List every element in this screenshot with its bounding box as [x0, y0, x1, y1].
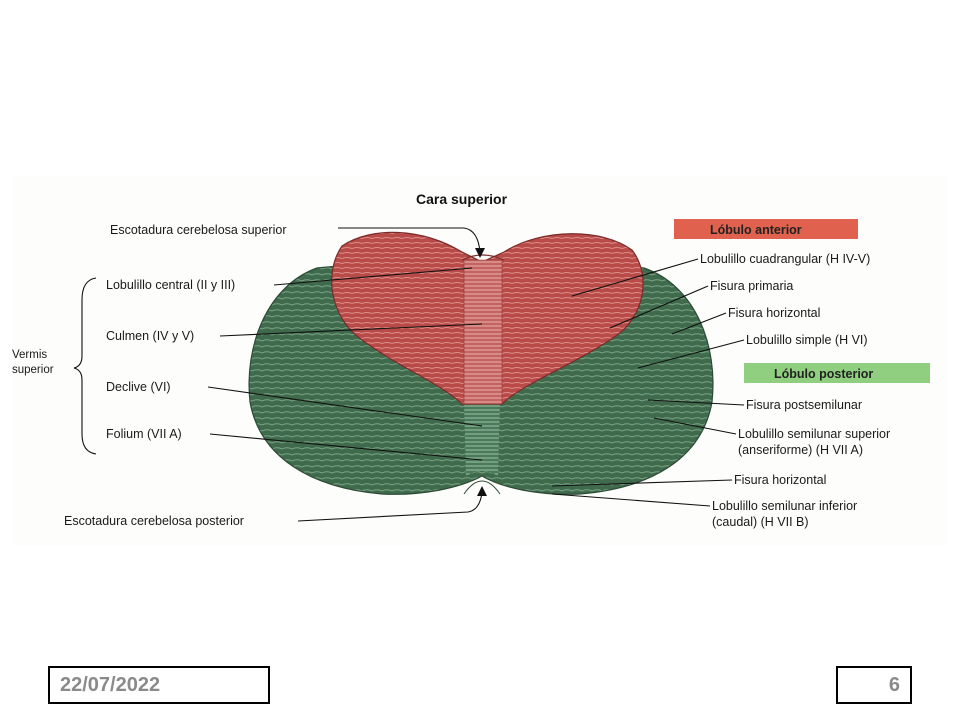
cerebellum-diagram: Cara superior Lóbulo anterior Lóbulo pos…	[12, 191, 930, 529]
bracket-label-line-1: Vermis	[12, 349, 47, 361]
label-inferior-semilunar-1: Lobulillo semilunar inferior	[712, 499, 857, 513]
leader-horizontal-fissure-1	[671, 312, 727, 335]
label-horizontal-fissure-1: Fisura horizontal	[728, 306, 820, 320]
vermis-posterior	[464, 402, 500, 476]
label-folium: Folium (VII A)	[106, 427, 182, 441]
leader-superior-semilunar	[653, 417, 737, 435]
leader-folium	[209, 433, 483, 461]
arrowhead-posterior	[477, 486, 487, 496]
label-superior-semilunar-1: Lobulillo semilunar superior	[738, 427, 890, 441]
label-posterior-notch: Escotadura cerebelosa posterior	[64, 514, 244, 528]
leader-quadrangular-lobule	[571, 258, 699, 297]
bracket-label-line-2: superior	[12, 364, 54, 376]
superior-notch	[461, 254, 505, 261]
label-primary-fissure: Fisura primaria	[710, 279, 793, 293]
label-superior-semilunar-2: (anseriforme) (H VII A)	[738, 443, 863, 457]
leader-postsemilunar-fissure	[647, 399, 745, 406]
label-horizontal-fissure-2: Fisura horizontal	[734, 473, 826, 487]
cerebellum-figure: Cara superior Lóbulo anterior Lóbulo pos…	[12, 176, 948, 545]
leader-superior-notch	[338, 227, 481, 253]
leader-central-lobule	[273, 267, 473, 286]
label-central-lobule: Lobulillo central (II y III)	[106, 278, 235, 292]
leader-horizontal-fissure-2	[551, 479, 733, 487]
label-inferior-semilunar-2: (caudal) (H VII B)	[712, 515, 809, 529]
label-postsemilunar-fissure: Fisura postsemilunar	[746, 398, 862, 412]
leader-simple-lobule	[637, 339, 745, 369]
vermis-bracket	[73, 277, 97, 455]
footer-date: 22/07/2022	[48, 666, 270, 704]
label-declive: Declive (VI)	[106, 380, 171, 394]
leader-culmen	[219, 323, 483, 337]
leader-declive	[207, 386, 483, 427]
badge-anterior-bg	[674, 219, 858, 239]
label-culmen: Culmen (IV y V)	[106, 329, 194, 343]
leader-primary-fissure	[609, 285, 709, 329]
arrowhead-superior	[475, 248, 485, 258]
figure-title: Cara superior	[416, 191, 508, 207]
footer-page-number: 6	[836, 666, 912, 704]
label-simple-lobule: Lobulillo simple (H VI)	[746, 333, 868, 347]
badge-posterior-label: Lóbulo posterior	[774, 367, 873, 381]
leader-posterior-notch	[297, 491, 483, 522]
badge-anterior-label: Lóbulo anterior	[710, 223, 802, 237]
label-superior-notch: Escotadura cerebelosa superior	[110, 223, 287, 237]
leader-inferior-semilunar	[551, 493, 711, 507]
label-quadrangular-lobule: Lobulillo cuadrangular (H IV-V)	[700, 252, 870, 266]
badge-posterior-bg	[744, 363, 930, 383]
vermis-anterior	[463, 259, 503, 405]
